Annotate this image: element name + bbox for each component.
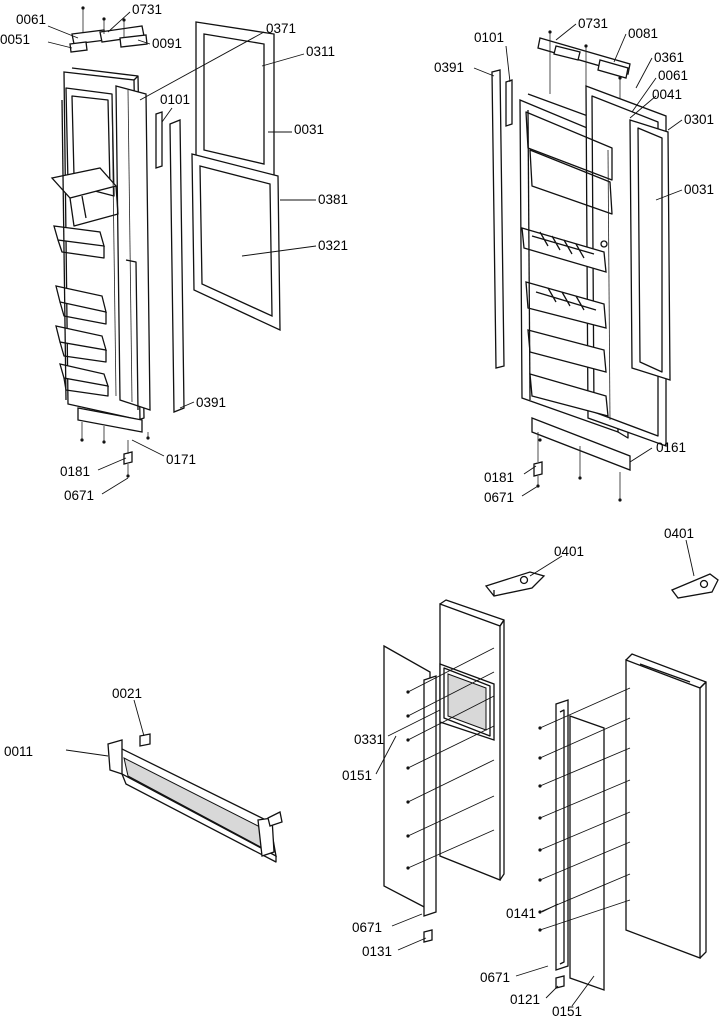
- callout-0131: 0131: [362, 944, 392, 959]
- hinge-covers: [484, 571, 719, 599]
- callout-0331: 0331: [354, 732, 384, 747]
- callout-0671: 0671: [352, 920, 382, 935]
- freezer-door-assembly: [50, 6, 281, 478]
- callout-0081: 0081: [628, 26, 658, 41]
- callout-0301: 0301: [684, 112, 714, 127]
- callout-0011: 0011: [4, 744, 33, 759]
- hinge-cover-0401a: [484, 571, 546, 597]
- callout-0171: 0171: [166, 452, 196, 467]
- freezer-door-skin: [383, 599, 505, 943]
- handle-strip-0101b: [505, 79, 513, 127]
- callout-0151: 0151: [552, 1004, 582, 1019]
- door-side-panel-0151a: [383, 644, 431, 912]
- fresh-food-door-skin: [538, 653, 707, 991]
- callout-0391: 0391: [434, 60, 464, 75]
- callout-0671: 0671: [480, 970, 510, 985]
- door-skin-right: [625, 659, 701, 959]
- callout-0671: 0671: [484, 490, 514, 505]
- hinge-pin-0181: [123, 451, 133, 465]
- toe-grille-assembly: [107, 733, 283, 863]
- callout-0101: 0101: [160, 92, 190, 107]
- top-cap-0081: [597, 59, 629, 79]
- long-trim-0391a: [169, 119, 185, 413]
- bottom-trim-0171: [77, 407, 143, 433]
- callout-0141: 0141: [506, 906, 536, 921]
- side-trim-0141: [555, 699, 569, 971]
- callout-0061: 0061: [658, 68, 688, 83]
- callout-0381: 0381: [318, 192, 348, 207]
- callout-0151: 0151: [342, 768, 372, 783]
- callout-0371: 0371: [266, 21, 296, 36]
- callout-0401: 0401: [664, 526, 694, 541]
- hinge-plate-0091: [119, 34, 148, 48]
- callout-0181: 0181: [60, 464, 90, 479]
- callout-0671: 0671: [64, 488, 94, 503]
- grille-mesh: [123, 757, 271, 853]
- callout-0161: 0161: [656, 440, 686, 455]
- door-outer-panel: [115, 85, 151, 411]
- callout-0101: 0101: [474, 30, 504, 45]
- callout-0361: 0361: [654, 50, 684, 65]
- callout-0121: 0121: [510, 992, 540, 1007]
- callout-0401: 0401: [554, 544, 584, 559]
- callout-0031: 0031: [294, 122, 324, 137]
- bottom-trim-0161: [531, 417, 631, 471]
- handle-strip-0101a: [155, 111, 163, 169]
- callout-0021: 0021: [112, 686, 142, 701]
- door-skin-0331: [439, 603, 501, 881]
- hinge-bracket-0051: [69, 41, 88, 53]
- grille-clip-0021: [139, 733, 151, 747]
- callout-0051: 0051: [0, 32, 30, 47]
- callout-0391: 0391: [196, 395, 226, 410]
- gasket-0301: [629, 119, 671, 381]
- side-trim-0131: [423, 675, 437, 917]
- callout-0731: 0731: [578, 16, 608, 31]
- callout-0311: 0311: [306, 44, 335, 59]
- callout-leaders: [47, 11, 695, 1007]
- grille-end-cap-0011: [107, 739, 123, 775]
- callout-0031: 0031: [684, 182, 714, 197]
- callout-0061: 0061: [16, 12, 46, 27]
- fresh-food-door-assembly: [491, 30, 671, 502]
- hinge-cover-0401b: [670, 573, 719, 599]
- door-side-panel-0151b: [569, 715, 605, 991]
- callout-0091: 0091: [152, 36, 182, 51]
- callout-0321: 0321: [318, 238, 348, 253]
- callout-0041: 0041: [652, 87, 682, 102]
- long-trim-0391b: [491, 69, 505, 369]
- callout-0731: 0731: [132, 2, 162, 17]
- callout-0181: 0181: [484, 470, 514, 485]
